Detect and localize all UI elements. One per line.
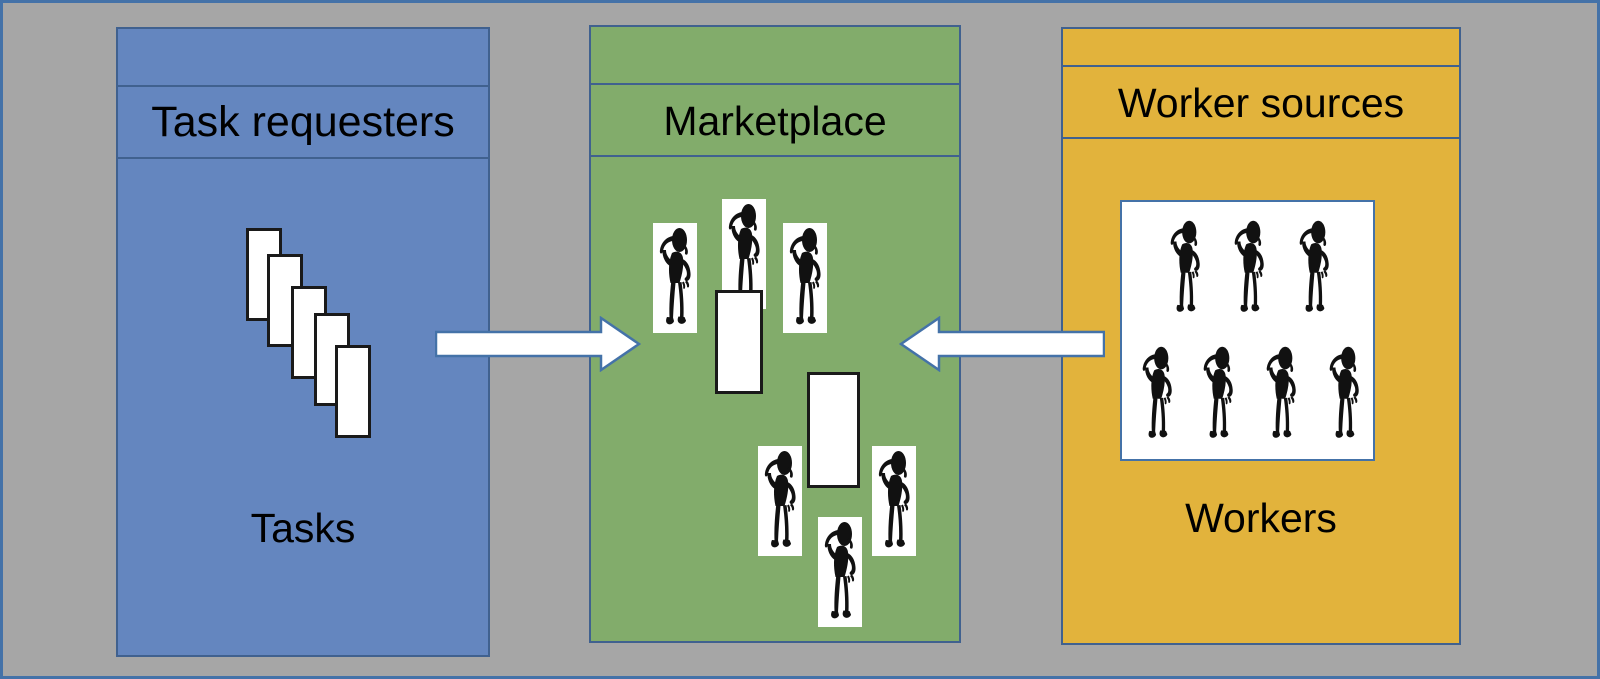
worker-figure-icon	[1288, 216, 1340, 320]
caption-workers: Workers	[1185, 495, 1337, 541]
task-card	[715, 290, 763, 394]
arrow-left-icon	[899, 316, 1105, 372]
caption-tasks: Tasks	[250, 505, 356, 551]
task-card	[335, 345, 371, 438]
panel-header-strip	[1063, 65, 1459, 139]
task-card	[807, 372, 860, 488]
workers-pool-box	[1120, 200, 1375, 461]
worker-figure-icon	[1318, 342, 1370, 446]
worker-figure-icon	[783, 223, 827, 333]
panel-header-strip	[591, 83, 959, 157]
worker-figure-icon	[818, 517, 862, 627]
worker-figure-icon	[1159, 216, 1211, 320]
worker-figure-icon	[1223, 216, 1275, 320]
panel-task-requesters: Task requesters Tasks	[116, 27, 490, 657]
arrow-right-icon	[435, 316, 641, 372]
worker-figure-icon	[1255, 342, 1307, 446]
worker-figure-icon	[872, 446, 916, 556]
panel-header-strip	[118, 85, 488, 159]
page-title-task-requesters: Task requesters	[151, 98, 455, 146]
worker-figure-icon	[758, 446, 802, 556]
panel-marketplace: Marketplace	[589, 25, 961, 643]
worker-figure-icon	[653, 223, 697, 333]
worker-figure-icon	[1192, 342, 1244, 446]
page-title-marketplace: Marketplace	[663, 98, 887, 144]
page-title-worker-sources: Worker sources	[1117, 80, 1405, 126]
worker-figure-icon	[1131, 342, 1183, 446]
